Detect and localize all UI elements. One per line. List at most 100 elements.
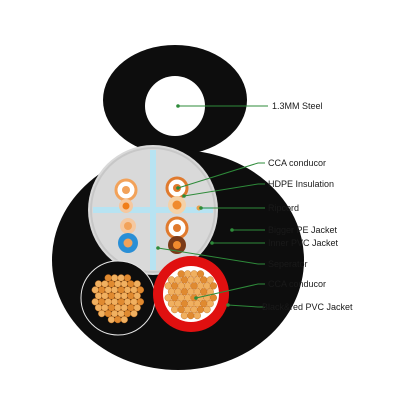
right-copper-strand (209, 282, 218, 290)
right-copper-strand (187, 300, 195, 308)
right-copper-strand (196, 270, 205, 278)
left-copper-strand (101, 280, 109, 288)
right-copper-strand (184, 294, 192, 302)
right-copper-strand (187, 288, 195, 296)
left-copper-strand (136, 298, 145, 306)
right-copper-strand (167, 300, 176, 308)
left-copper-strand (120, 280, 128, 288)
right-copper-strand (174, 276, 182, 284)
right-copper-strand (190, 306, 198, 314)
left-copper-strand (117, 286, 125, 294)
left-copper-strand (117, 274, 125, 282)
right-copper-strand (164, 282, 172, 290)
red-power-conductor (153, 256, 229, 332)
right-copper-strand (190, 270, 198, 278)
left-copper-strand (117, 310, 125, 318)
twisted-pair-bottom-left (118, 218, 138, 253)
right-copper-strand (180, 300, 189, 308)
right-copper-strand (200, 300, 208, 308)
steel-wire (145, 76, 205, 136)
right-copper-strand (193, 276, 201, 284)
right-copper-strand (171, 282, 179, 290)
left-copper-strand (123, 310, 132, 318)
left-copper-strand (133, 280, 141, 288)
right-copper-strand (193, 300, 201, 308)
left-copper-strand (107, 292, 116, 300)
left-copper-strand (104, 310, 112, 318)
left-copper-strand (104, 298, 112, 306)
inner-pvc-rim (90, 147, 216, 273)
right-copper-strand (174, 288, 182, 296)
label-cca-conductor-bottom: CCA conducor (268, 279, 326, 289)
left-copper-strand (130, 310, 138, 318)
left-copper-strand (130, 286, 138, 294)
left-copper-strand (110, 310, 119, 318)
right-copper-strand (206, 300, 214, 308)
right-copper-strand (187, 276, 195, 284)
right-copper-strand (184, 306, 192, 314)
left-copper-strand (114, 292, 122, 300)
left-copper-strand (110, 286, 119, 294)
left-copper-strand (110, 274, 119, 282)
left-copper-strand (94, 280, 103, 288)
right-copper-strand (167, 288, 176, 296)
right-copper-strand (196, 282, 205, 290)
right-copper-strand (164, 294, 172, 302)
left-copper-strand (127, 292, 135, 300)
twisted-pair-top-left (114, 178, 138, 213)
right-copper-strand (200, 276, 208, 284)
left-copper-strand (123, 274, 132, 282)
left-copper-strand (101, 304, 109, 312)
separator-cross (93, 150, 213, 270)
label-cca-conductor-top: CCA conducor (268, 158, 326, 168)
left-copper-strand (123, 298, 132, 306)
right-copper-strand (184, 270, 192, 278)
right-copper-strand (193, 288, 201, 296)
right-copper-strand (167, 276, 176, 284)
right-copper-strand (177, 270, 185, 278)
left-copper-strand (133, 304, 141, 312)
right-copper-strand (190, 282, 198, 290)
leader-lines (156, 104, 268, 308)
left-copper-strand (114, 304, 122, 312)
right-copper-strand (193, 312, 201, 320)
label-pe-jacket: Bigger PE Jacket (268, 225, 338, 235)
left-copper-strand (107, 304, 116, 312)
left-copper-strand (98, 286, 106, 294)
left-copper-strand (114, 280, 122, 288)
right-copper-strand (177, 306, 185, 314)
left-copper-strand (130, 298, 138, 306)
left-copper-strand (127, 280, 135, 288)
left-copper-strand (94, 292, 103, 300)
left-copper-strand (101, 292, 109, 300)
left-copper-strand (117, 298, 125, 306)
right-copper-strand (200, 288, 208, 296)
left-copper-strand (136, 286, 145, 294)
left-copper-strand (94, 304, 103, 312)
right-copper-strand (187, 312, 195, 320)
left-copper-strand (107, 316, 116, 324)
right-copper-strand (177, 282, 185, 290)
right-copper-strand (203, 306, 211, 314)
right-copper-strand (196, 306, 205, 314)
label-black-red-pvc-jacket: Black&red PVC Jacket (262, 302, 353, 312)
left-copper-strand (98, 298, 106, 306)
right-copper-strand (209, 294, 218, 302)
label-steel: 1.3MM Steel (272, 101, 323, 111)
right-copper-strand (180, 276, 189, 284)
left-copper-strand (133, 292, 141, 300)
left-copper-strand (104, 274, 112, 282)
left-copper-strand (120, 304, 128, 312)
left-copper-strand (107, 280, 116, 288)
left-copper-strand (123, 286, 132, 294)
twisted-pair-bottom-right (165, 216, 189, 254)
label-ripcord: Ripcord (268, 203, 299, 213)
label-separator: Seperator (268, 259, 308, 269)
right-copper-strand (171, 294, 179, 302)
label-hdpe-insulation: HDPE Insulation (268, 179, 334, 189)
left-copper-strand (98, 310, 106, 318)
left-copper-strand (120, 316, 128, 324)
right-copper-strand (171, 306, 179, 314)
left-copper-strand (110, 298, 119, 306)
